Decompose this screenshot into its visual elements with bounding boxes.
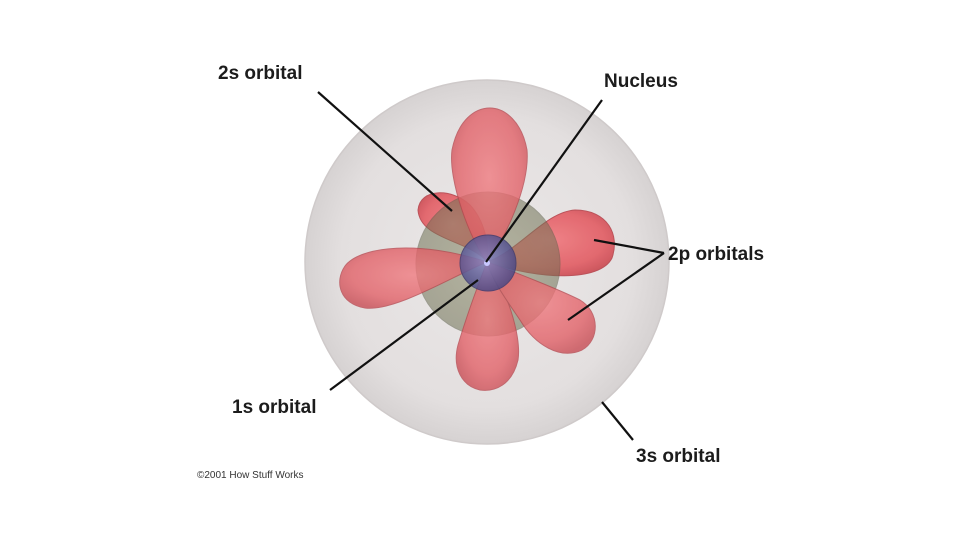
label-1s-orbital: 1s orbital [232, 397, 317, 418]
label-2s-orbital: 2s orbital [218, 63, 303, 84]
label-2p-orbitals: 2p orbitals [668, 244, 765, 265]
leader-lines [317, 91, 665, 441]
leader-line-2p-upper [593, 238, 665, 255]
label-nucleus: Nucleus [604, 71, 678, 92]
label-3s-orbital: 3s orbital [636, 446, 721, 467]
leader-line-2p-lower [567, 252, 665, 321]
orbital-2p-lobes-front [339, 107, 596, 391]
leader-line-nucleus [485, 99, 603, 263]
leader-line-3s [601, 401, 634, 441]
copyright-notice: ©2001 How Stuff Works [197, 470, 304, 481]
leader-line-2s [317, 91, 453, 212]
leader-line-1s [329, 279, 479, 391]
